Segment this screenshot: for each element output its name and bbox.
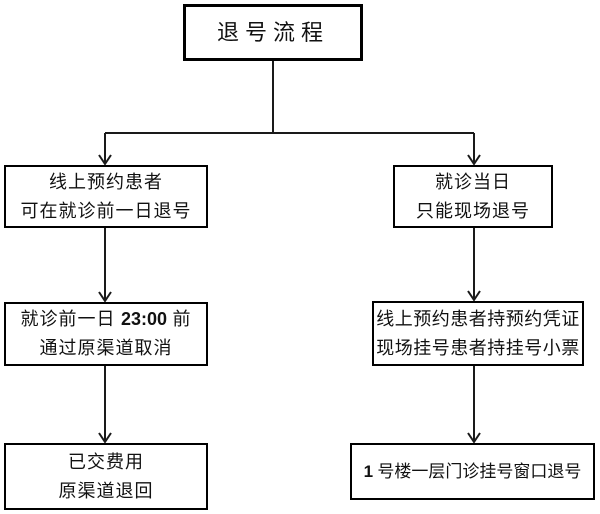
box-line: 就诊前一日 23:00 前 <box>20 305 191 334</box>
box-line: 只能现场退号 <box>416 200 530 221</box>
arrow-down-icon <box>467 290 481 302</box>
flow-box-required-documents: 线上预约患者持预约凭证 现场挂号患者持挂号小票 <box>372 301 584 366</box>
box-line: 就诊当日 <box>435 171 511 192</box>
arrow-down-icon <box>467 154 481 166</box>
building-number: 1 <box>363 462 374 481</box>
flow-box-refund-window-location: 1 号楼一层门诊挂号窗口退号 <box>350 443 595 500</box>
box-line: 1 号楼一层门诊挂号窗口退号 <box>364 457 582 486</box>
arrow-down-icon <box>467 432 481 444</box>
box-line: 通过原渠道取消 <box>39 338 173 358</box>
flow-box-same-day-onsite: 就诊当日 只能现场退号 <box>393 165 553 228</box>
arrow-down-icon <box>98 432 112 444</box>
flow-box-title: 退号流程 <box>183 4 363 61</box>
box-line: 原渠道退回 <box>58 480 154 501</box>
time-value: 23:00 <box>120 309 168 329</box>
box-line: 现场挂号患者持挂号小票 <box>376 337 580 358</box>
box-line: 线上预约患者 <box>49 171 163 192</box>
title-text: 退号流程 <box>216 19 329 45</box>
box-line: 线上预约患者持预约凭证 <box>376 308 580 329</box>
box-line: 可在就诊前一日退号 <box>20 200 192 221</box>
box-line-prefix: 就诊前一日 <box>20 309 121 329</box>
flow-box-online-booking-patients: 线上预约患者 可在就诊前一日退号 <box>4 165 208 228</box>
box-line-suffix: 前 <box>167 309 192 329</box>
arrow-down-icon <box>98 291 112 303</box>
box-line: 已交费用 <box>68 451 144 472</box>
arrow-down-icon <box>98 154 112 166</box>
flow-box-fee-refund: 已交费用 原渠道退回 <box>4 443 208 510</box>
flow-box-cancel-before-2300: 就诊前一日 23:00 前 通过原渠道取消 <box>4 302 208 366</box>
box-line-text: 号楼一层门诊挂号窗口退号 <box>373 462 582 481</box>
